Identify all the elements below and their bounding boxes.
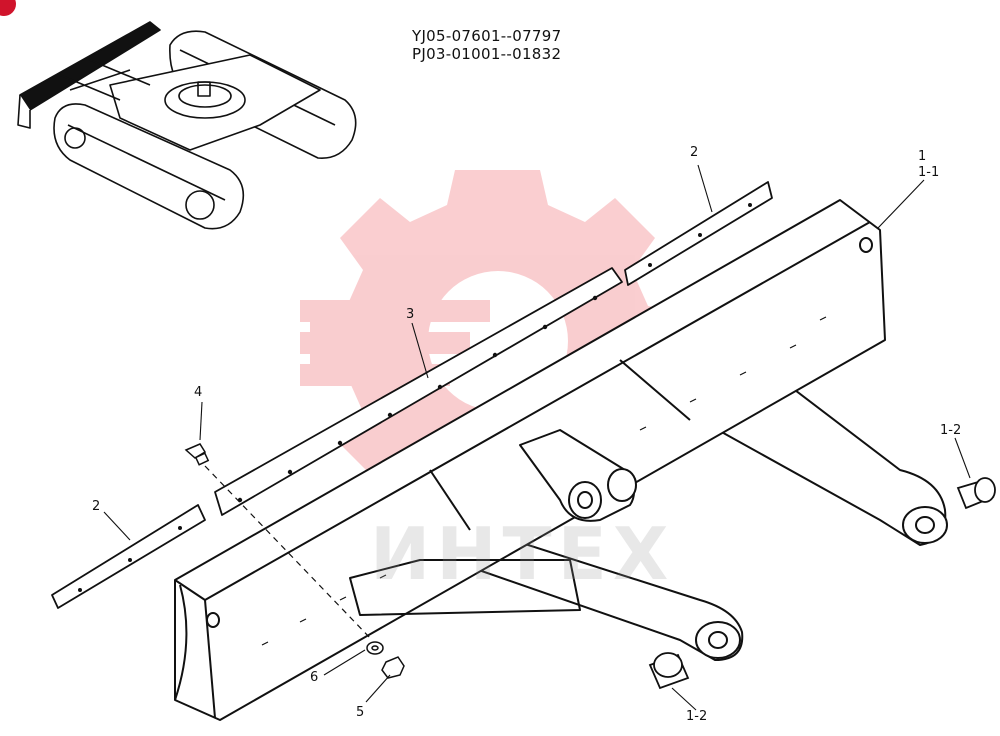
corner-badge xyxy=(0,0,16,16)
callout-5: 5 xyxy=(356,705,365,720)
callout-3: 3 xyxy=(406,307,415,322)
callout-6: 6 xyxy=(310,670,319,685)
serial-range-2: PJ03-01001--01832 xyxy=(412,45,562,63)
callout-2-left: 2 xyxy=(92,499,101,514)
machine-inset xyxy=(17,21,357,230)
fasteners xyxy=(184,443,405,679)
callout-2-top: 2 xyxy=(690,145,699,160)
cutting-edge-sides xyxy=(51,181,773,609)
watermark-text: ИНТЕХ xyxy=(370,512,675,596)
callout-1: 1 xyxy=(918,149,927,164)
callout-4: 4 xyxy=(194,385,203,400)
leader-lines xyxy=(103,164,971,711)
callout-1-2-bottom: 1-2 xyxy=(686,709,708,724)
bushings xyxy=(648,477,996,690)
blade-assembly xyxy=(174,199,948,721)
callout-1-1: 1-1 xyxy=(918,165,940,180)
callout-1-2-right: 1-2 xyxy=(940,423,962,438)
bolt-path-dashed xyxy=(204,465,373,641)
serial-range-1: YJ05-07601--07797 xyxy=(412,27,562,45)
cutting-edge-center xyxy=(214,267,623,516)
